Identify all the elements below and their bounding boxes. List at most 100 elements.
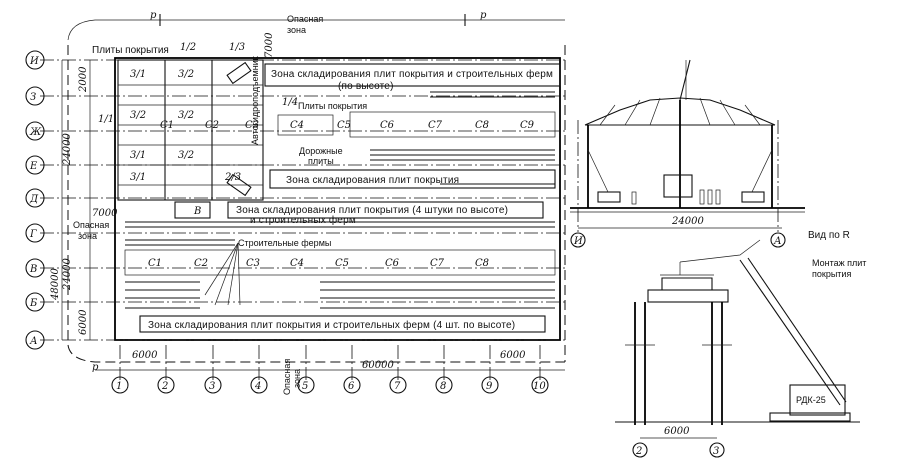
svg-text:C1: C1 [160, 120, 174, 131]
bottom-p-marker: p [92, 362, 99, 373]
axis-row-e: Е [29, 161, 38, 172]
dim-24000-a: 24000 [62, 133, 73, 166]
axis-col-10: 10 [533, 381, 546, 392]
axis-col-9: 9 [486, 381, 493, 392]
site-plan: p p [25, 10, 566, 395]
svg-text:3/2: 3/2 [178, 69, 194, 80]
building-section: 24000 И А Вид по R [570, 59, 850, 248]
svg-text:3/2: 3/2 [178, 110, 194, 121]
hazard-left-1: Опасная [73, 220, 109, 230]
svg-text:2/3: 2/3 [224, 172, 241, 183]
column-axes: 1 2 3 4 5 6 7 8 9 10 [111, 376, 549, 394]
dim-60000: 60000 [362, 360, 394, 371]
axis-col-2: 2 [161, 381, 168, 392]
detail-caption-2: покрытия [812, 269, 851, 279]
svg-text:C4: C4 [290, 258, 304, 269]
fraction-1-2: 1/2 [180, 42, 196, 53]
axis-row-zh: Ж [29, 127, 42, 138]
view-label: Вид по R [808, 230, 850, 241]
mounting-detail: Монтаж плит покрытия РДК-25 6000 2 3 [615, 239, 866, 458]
dim-48000: 48000 [50, 268, 61, 301]
zone-top-line2: (по высоте) [338, 81, 394, 92]
road-plates-line2: плиты [308, 156, 334, 166]
svg-text:C6: C6 [385, 258, 400, 269]
fraction-1-3: 1/3 [229, 42, 245, 53]
svg-text:C8: C8 [475, 258, 489, 269]
axis-row-d: Д [29, 194, 39, 205]
road-plates-line1: Дорожные [299, 146, 343, 156]
axis-col-8: 8 [440, 381, 446, 392]
plates-small-label: Плиты покрытия [298, 101, 367, 111]
truss-stacks [125, 91, 555, 309]
axis-col-7: 7 [394, 381, 401, 392]
detail-dim-6000: 6000 [664, 426, 690, 437]
dim-7000-left: 7000 [92, 208, 118, 219]
detail-caption-1: Монтаж плит [812, 258, 866, 268]
detail-axis-right: 3 [713, 446, 719, 457]
zone-b-line1: Зона складирования плит покрытия (4 штук… [236, 205, 508, 216]
axis-col-1: 1 [116, 381, 122, 392]
zone-b-line2: и строительных ферм [250, 214, 356, 226]
top-p-marker-2: p [480, 10, 487, 21]
svg-text:C3: C3 [245, 120, 259, 131]
row-axes: И З Ж Е Д Г В Б А [25, 50, 45, 350]
svg-text:C7: C7 [428, 120, 443, 131]
column-marks-mid: C1 C2 C3 C4 C5 C6 C7 C8 C9 [160, 111, 556, 138]
axis-row-i: И [29, 56, 39, 67]
section-dim-24000: 24000 [671, 216, 704, 227]
arrow-b: B [193, 206, 201, 217]
svg-text:3/1: 3/1 [130, 69, 146, 80]
hazard-bottom-2: зона [292, 369, 302, 388]
svg-text:3/1: 3/1 [130, 150, 146, 161]
hazard-left-2: зона [78, 231, 97, 241]
svg-text:C8: C8 [475, 120, 489, 131]
row-c-box [124, 249, 556, 276]
dim-2000-vertical: 2000 [78, 66, 89, 93]
dim-6000-left: 6000 [132, 350, 158, 361]
axis-col-6: 6 [348, 381, 355, 392]
zone-top-line1: Зона складирования плит покрытия и строи… [271, 68, 553, 80]
svg-text:C3: C3 [246, 258, 260, 269]
svg-text:C2: C2 [194, 258, 208, 269]
axis-row-v: В [29, 264, 37, 275]
svg-text:3/1: 3/1 [130, 172, 146, 183]
hazard-boundary [67, 45, 565, 363]
plate-fractions: 3/1 3/2 3/2 3/2 3/1 3/2 3/1 2/3 [130, 69, 241, 183]
dim-7000-top: 7000 [264, 32, 275, 58]
svg-text:C5: C5 [335, 258, 349, 269]
axis-col-3: 3 [209, 381, 215, 392]
fraction-1-4: 1/4 [282, 97, 298, 108]
section-axis-right: А [773, 236, 782, 247]
axis-row-b: Б [29, 298, 38, 309]
dim-24000-b: 24000 [62, 258, 73, 291]
dim-6000-right: 6000 [500, 350, 526, 361]
svg-text:3/2: 3/2 [178, 150, 194, 161]
zone-bottom-label: Зона складирования плит покрытия и строи… [148, 319, 515, 331]
hazard-bottom-1: Опасная [282, 359, 292, 395]
zone-top-box [264, 63, 561, 87]
crawler-crane-icon [789, 384, 846, 416]
axis-row-a: А [29, 336, 38, 347]
hazard-top-1: Опасная [287, 14, 323, 24]
top-boundary [67, 19, 565, 41]
lift-vehicle-icon-2 [741, 191, 765, 203]
dim-6000-vertical: 6000 [78, 309, 89, 335]
svg-text:C9: C9 [520, 120, 535, 131]
svg-text:C6: C6 [380, 120, 395, 131]
svg-text:C5: C5 [337, 120, 351, 131]
axis-row-z: З [30, 92, 36, 103]
svg-text:C4: C4 [290, 120, 304, 131]
trusses-label: Строительные фермы [238, 238, 331, 248]
crane-model-label: РДК-25 [796, 395, 826, 405]
zone-bottom-box [139, 315, 546, 333]
svg-text:3/2: 3/2 [130, 110, 146, 121]
crane-truck-section-icon [663, 174, 693, 198]
column-marks-lower: C1 C2 C3 C4 C5 C6 C7 C8 [148, 258, 489, 269]
crane-truck-icon-2 [226, 173, 252, 197]
lift-vehicle-icon [597, 191, 621, 203]
zone-mid-label: Зона складирования плит покрытия [286, 175, 459, 186]
crane-truck-icon [226, 61, 252, 85]
svg-text:C2: C2 [205, 120, 219, 131]
axis-col-4: 4 [254, 381, 261, 392]
top-p-marker-1: p [150, 10, 157, 21]
